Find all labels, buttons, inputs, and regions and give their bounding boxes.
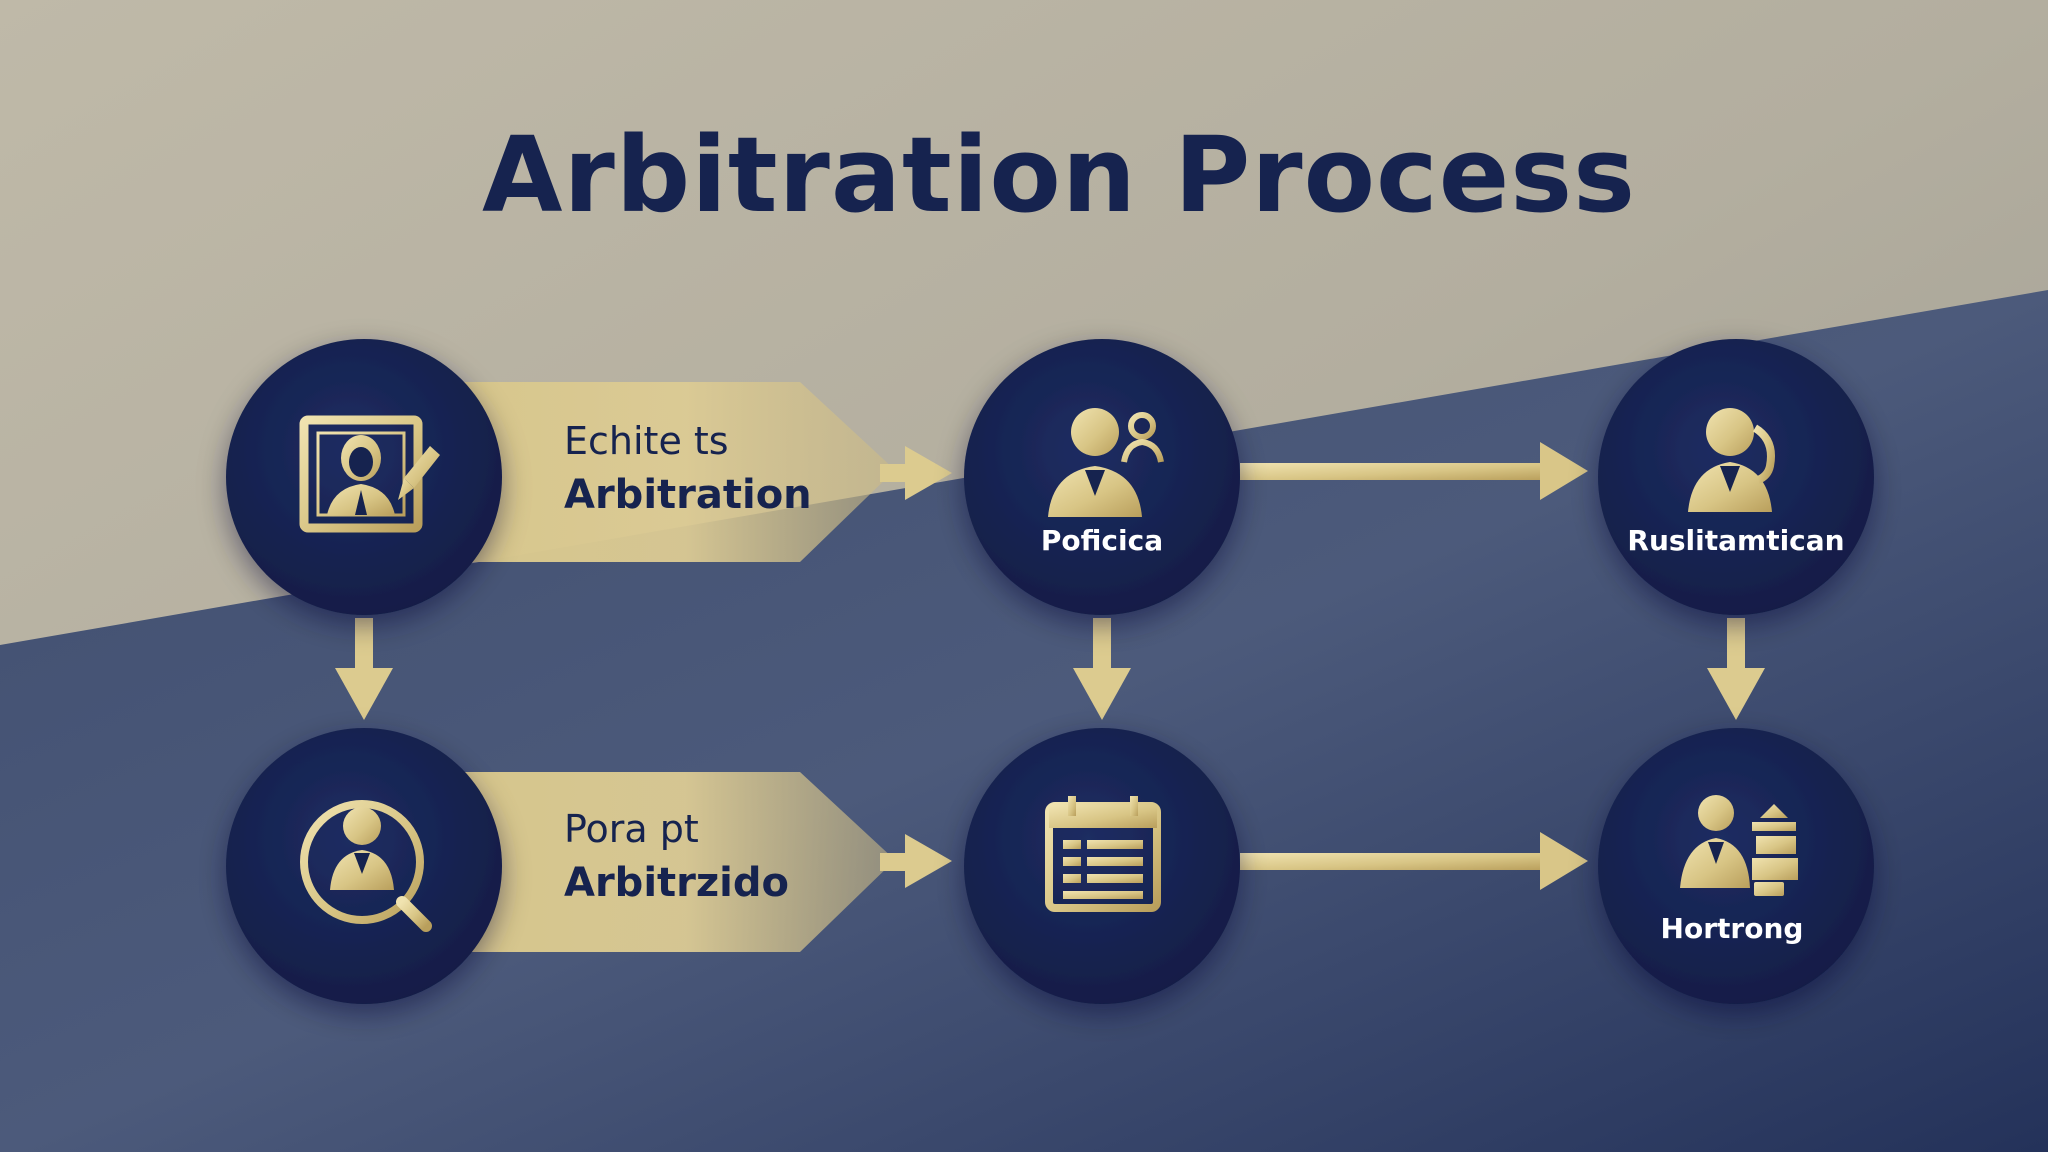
diagram-title: Arbitration Process — [481, 114, 1637, 236]
arrow-4-to-5 — [880, 834, 952, 888]
step-4-banner-line2: Arbitrzido — [564, 860, 789, 906]
step-4-banner — [430, 772, 895, 952]
person-headset-icon — [1688, 408, 1775, 512]
step-1-banner — [430, 382, 895, 562]
person-magnifier-icon — [300, 800, 432, 932]
step-2-label: Poficica — [1040, 524, 1164, 557]
arrow-5-to-6 — [1240, 832, 1588, 890]
step-6-label: Hortrong — [1660, 912, 1804, 945]
arrow-1-to-4 — [335, 618, 393, 720]
step-3-label: Ruslitamtican — [1627, 524, 1845, 557]
step-1-banner-line2: Arbitration — [564, 472, 812, 518]
arrow-2-to-3 — [1240, 442, 1588, 500]
step-4-banner-line1: Pora pt — [564, 807, 699, 851]
portrait-pen-icon — [299, 415, 440, 533]
calendar-list-icon — [1045, 796, 1161, 912]
arrow-3-to-6 — [1707, 618, 1765, 720]
person-scales-icon — [1680, 795, 1798, 896]
arrow-2-to-5 — [1073, 618, 1131, 720]
arrow-1-to-2 — [880, 446, 952, 500]
step-1-banner-text: Echite ts Arbitration — [564, 414, 812, 522]
step-4-banner-text: Pora pt Arbitrzido — [564, 802, 789, 910]
step-1-banner-line1: Echite ts — [564, 419, 729, 463]
person-group-icon — [1048, 408, 1164, 517]
